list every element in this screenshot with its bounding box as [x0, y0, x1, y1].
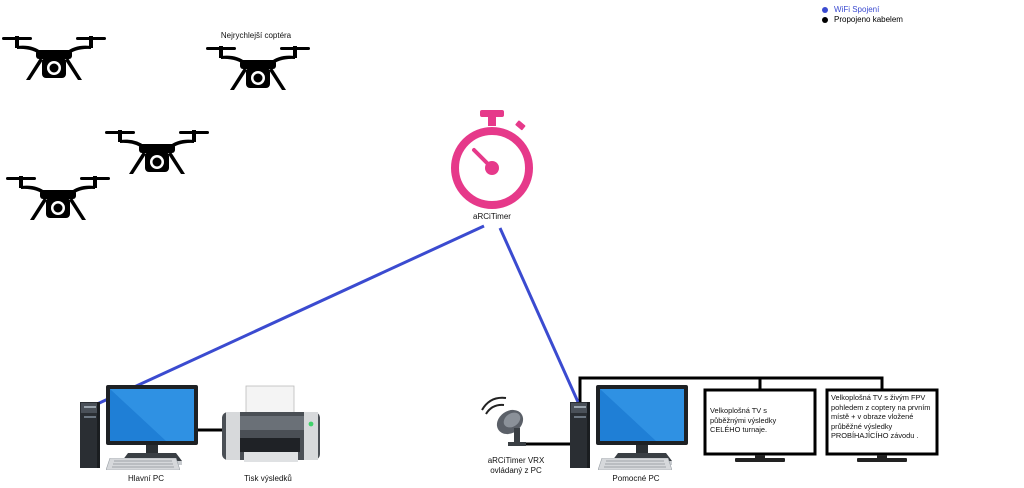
- wifi-timer-main-pc: [94, 224, 485, 407]
- tv-results-text: Velkoplošná TV s půběžnými výsledky CELÉ…: [710, 406, 777, 435]
- vrx-label: aRCiTimer VRX ovládaný z PC: [487, 456, 545, 475]
- tv-results-screen: [703, 388, 817, 462]
- tv-fpv-text: Velkoplošná TV s živým FPV pohledem z co…: [831, 393, 931, 441]
- keyboard-icon: [598, 458, 672, 470]
- drone-icon: [105, 130, 209, 174]
- stopwatch-icon: [451, 110, 533, 209]
- monitor-icon: [596, 385, 688, 465]
- satellite-dish-icon: [481, 396, 526, 446]
- cable-aux-pc-tv-bus: [578, 376, 884, 402]
- main-pc-label: Hlavní PC: [127, 474, 164, 483]
- keyboard-icon: [106, 458, 180, 470]
- main-pc: [80, 385, 198, 470]
- aux-pc-label: Pomocné PC: [612, 474, 660, 483]
- cable-dot-icon: [822, 17, 828, 23]
- legend-wifi-label: WiFi Spojení: [834, 5, 880, 14]
- tower-icon: [570, 402, 590, 468]
- drone-icon: [6, 176, 110, 220]
- drone-icon: [206, 46, 310, 90]
- drone-icon: [2, 36, 106, 80]
- legend-wifi: WiFi Spojení: [822, 5, 903, 15]
- fastest-drone-label: Nejrychlejší coptéra: [220, 31, 292, 40]
- legend: WiFi Spojení Propojeno kabelem: [822, 5, 903, 25]
- monitor-icon: [106, 385, 198, 465]
- printer-label: Tisk výsledků: [244, 474, 292, 483]
- aux-pc: [570, 385, 688, 470]
- wifi-dot-icon: [822, 7, 828, 13]
- legend-cable: Propojeno kabelem: [822, 15, 903, 25]
- wifi-connections: [94, 224, 580, 407]
- printer-icon: [222, 385, 320, 462]
- tower-icon: [80, 402, 100, 468]
- timer-label: aRCiTimer: [473, 212, 511, 221]
- legend-cable-label: Propojeno kabelem: [834, 15, 903, 24]
- tv-fpv-screen: [825, 388, 939, 462]
- wifi-timer-aux-pc: [498, 227, 580, 403]
